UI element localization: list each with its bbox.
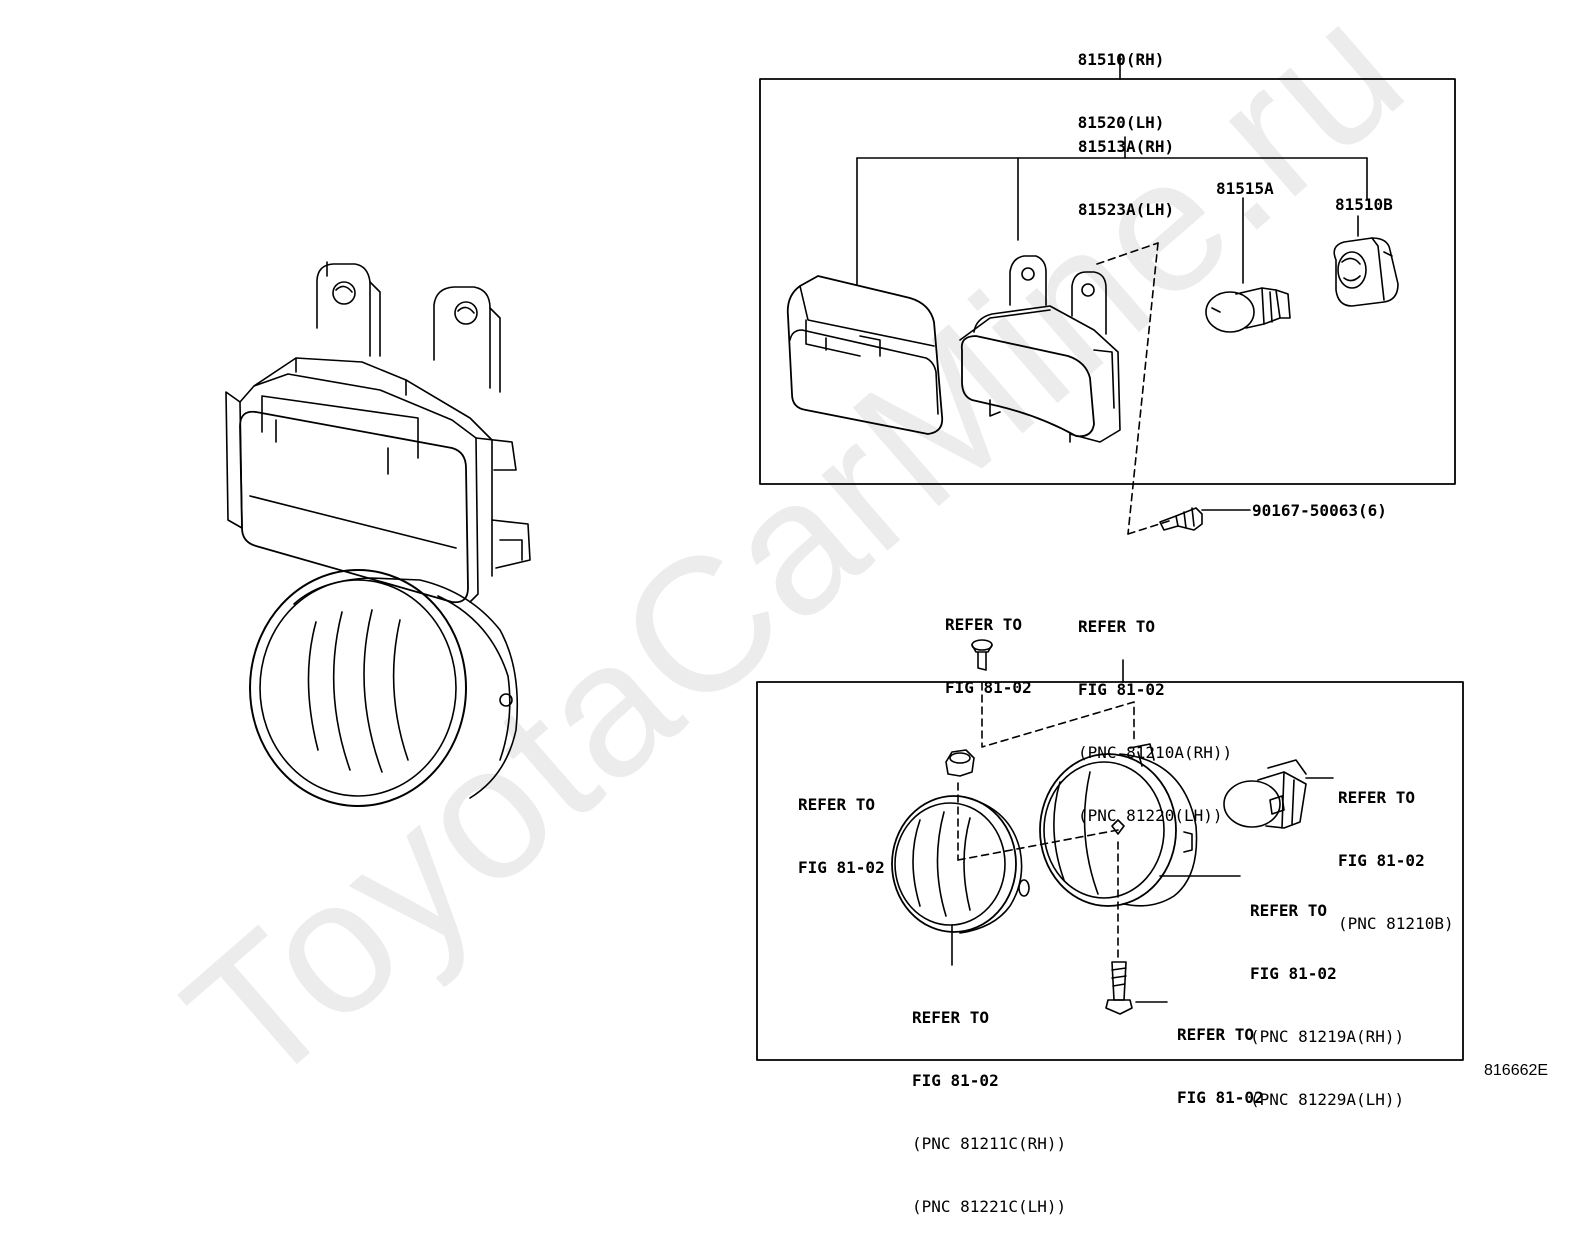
ref-bolt-line1: REFER TO [1177,1025,1255,1044]
ref-lamp-assy: REFER TO FIG 81-02 (PNC 81210A(RH)) (PNC… [1078,574,1232,868]
top-screw-part [971,639,993,671]
lower-kit-frame [756,681,1464,1061]
ref-housing-lower-line4: (PNC 81229A(LH)) [1250,1090,1405,1109]
ref-bulb-lower-line2: FIG 81-02 [1338,851,1425,870]
ref-nut: REFER TO FIG 81-02 [798,752,885,920]
housing-part [959,255,1121,443]
ref-lens-lower-line3: (PNC 81211C(RH)) [912,1134,1067,1153]
screw-part [1159,507,1203,531]
ref-housing-lower-line3: (PNC 81219A(RH)) [1250,1027,1405,1046]
housing-callout: 81513A(RH) 81523A(LH) [1078,94,1174,262]
assembly-callout-lh: 81520(LH) [1077,113,1165,132]
ref-housing-lower-line1: REFER TO [1250,901,1328,920]
socket-callout: 81510B [1335,195,1393,214]
lens-cover-part [786,275,944,435]
ref-lamp-assy-line4: (PNC 81220(LH)) [1078,806,1223,825]
ref-lamp-assy-line1: REFER TO [1078,617,1156,636]
ref-nut-line1: REFER TO [798,795,876,814]
ref-bulb-lower: REFER TO FIG 81-02 (PNC 81210B) [1338,745,1454,976]
assembly-callout: 81510(RH) 81520(LH) [1078,7,1165,175]
ref-screw-top-line1: REFER TO [945,615,1023,634]
bolt-part [1105,961,1133,1015]
assembly-callout-rh: 81510(RH) [1077,50,1165,69]
upper-kit-frame [759,78,1456,485]
nut-part [945,749,975,777]
ref-housing-lower-line2: FIG 81-02 [1250,964,1337,983]
housing-ring-part [1039,743,1198,907]
housing-callout-rh: 81513A(RH) [1077,137,1175,156]
diagram-drawing [225,54,1464,1061]
lower-leaders [951,659,1334,1003]
ref-lens-lower: REFER TO FIG 81-02 (PNC 81211C(RH)) (PNC… [912,965,1066,1259]
ref-lamp-assy-line2: FIG 81-02 [1078,680,1165,699]
ref-bulb-lower-line3: (PNC 81210B) [1338,914,1454,933]
ref-housing-lower: REFER TO FIG 81-02 (PNC 81219A(RH)) (PNC… [1250,858,1404,1152]
ref-bulb-lower-line1: REFER TO [1338,788,1416,807]
ref-lamp-assy-line3: (PNC 81210A(RH)) [1078,743,1233,762]
ref-bolt: REFER TO FIG 81-02 [1177,982,1264,1150]
lens-ring-part [891,795,1030,934]
parts-diagram: ToyotaCarMine.ru [148,0,1549,1216]
wedge-bulb-part [1205,287,1291,333]
ref-lens-lower-line1: REFER TO [912,1008,990,1027]
screw-callout: 90167-50063(6) [1252,501,1387,520]
assembled-fog-lamp [225,261,531,807]
ref-screw-top-line2: FIG 81-02 [945,678,1032,697]
bulb-callout: 81515A [1216,179,1274,198]
ref-lens-lower-line2: FIG 81-02 [912,1071,999,1090]
ref-screw-top: REFER TO FIG 81-02 [945,572,1032,740]
upper-leaders [856,54,1368,535]
ref-lens-lower-line4: (PNC 81221C(LH)) [912,1197,1067,1216]
housing-callout-lh: 81523A(LH) [1077,200,1175,219]
bulb-socket-part [1333,237,1399,307]
figure-code: 816662E [1484,1062,1549,1079]
ref-nut-line2: FIG 81-02 [798,858,885,877]
ref-bolt-line2: FIG 81-02 [1177,1088,1264,1107]
lower-bulb-part [1223,759,1307,829]
